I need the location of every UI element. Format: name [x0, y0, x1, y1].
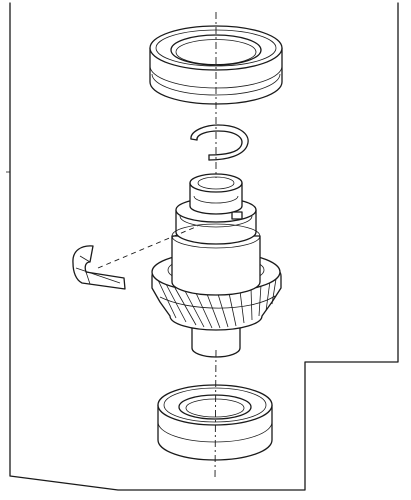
- bottom-bearing: [157, 384, 273, 461]
- half-ring-collar: [72, 245, 126, 290]
- retaining-ring: [190, 124, 249, 161]
- gear-teeth: [157, 278, 277, 329]
- center-axis: [97, 12, 217, 479]
- gear-shaft: [151, 173, 282, 358]
- housing-outline: [6, 2, 399, 491]
